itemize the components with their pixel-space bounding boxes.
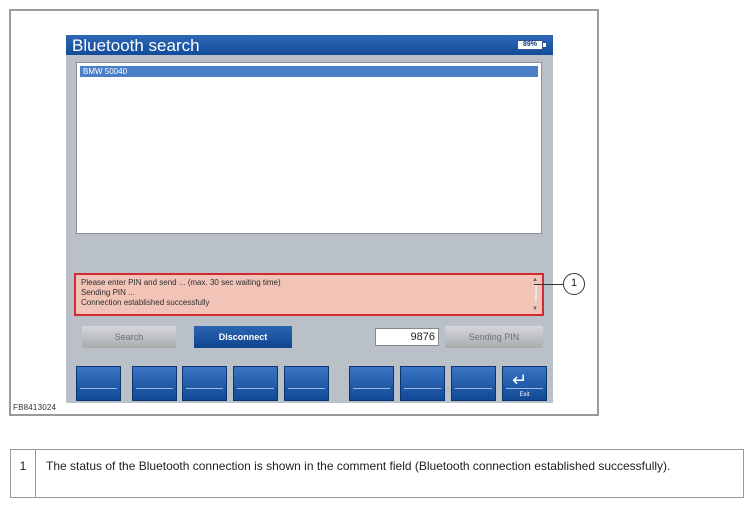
status-message: Please enter PIN and send ... (max. 30 s… — [81, 278, 281, 287]
screen-title: Bluetooth search — [72, 36, 200, 55]
search-button[interactable]: Search — [82, 326, 176, 348]
function-key-4[interactable] — [233, 366, 278, 401]
function-key-3[interactable] — [182, 366, 227, 401]
title-bar: Bluetooth search 89% — [66, 35, 553, 55]
function-key-7[interactable] — [400, 366, 445, 401]
function-key-1[interactable] — [76, 366, 121, 401]
function-key-6[interactable] — [349, 366, 394, 401]
disconnect-button[interactable]: Disconnect — [194, 326, 292, 348]
status-message: Connection established successfully — [81, 298, 210, 307]
legend-description: The status of the Bluetooth connection i… — [46, 459, 671, 473]
status-comment-field: Please enter PIN and send ... (max. 30 s… — [74, 273, 544, 316]
function-key-5[interactable] — [284, 366, 329, 401]
legend-table: 1 The status of the Bluetooth connection… — [10, 449, 744, 498]
battery-indicator-icon: 89% — [517, 40, 546, 50]
figure-id: FB8413024 — [13, 403, 57, 412]
callout-leader-line — [534, 284, 563, 285]
status-message: Sending PIN ... — [81, 288, 135, 297]
sending-pin-button[interactable]: Sending PIN — [445, 326, 543, 348]
device-list[interactable]: BMW 50040 — [76, 62, 542, 234]
legend-number: 1 — [11, 450, 36, 497]
diagnostic-screen: Bluetooth search 89% BMW 50040 Please en… — [66, 35, 553, 403]
scroll-down-arrow-icon[interactable]: ▼ — [532, 306, 538, 312]
scrollbar-track[interactable] — [535, 284, 537, 302]
device-list-item[interactable]: BMW 50040 — [80, 66, 538, 77]
figure-frame: Bluetooth search 89% BMW 50040 Please en… — [9, 9, 599, 416]
callout-marker: 1 — [563, 273, 585, 295]
exit-label: Exit — [519, 392, 530, 398]
return-arrow-icon: ↵ — [512, 370, 528, 390]
pin-input[interactable]: 9876 — [375, 328, 439, 346]
scroll-up-arrow-icon[interactable]: ▲ — [532, 277, 538, 283]
function-key-8[interactable] — [451, 366, 496, 401]
function-key-2[interactable] — [132, 366, 177, 401]
exit-button[interactable]: ↵ Exit — [502, 366, 547, 401]
